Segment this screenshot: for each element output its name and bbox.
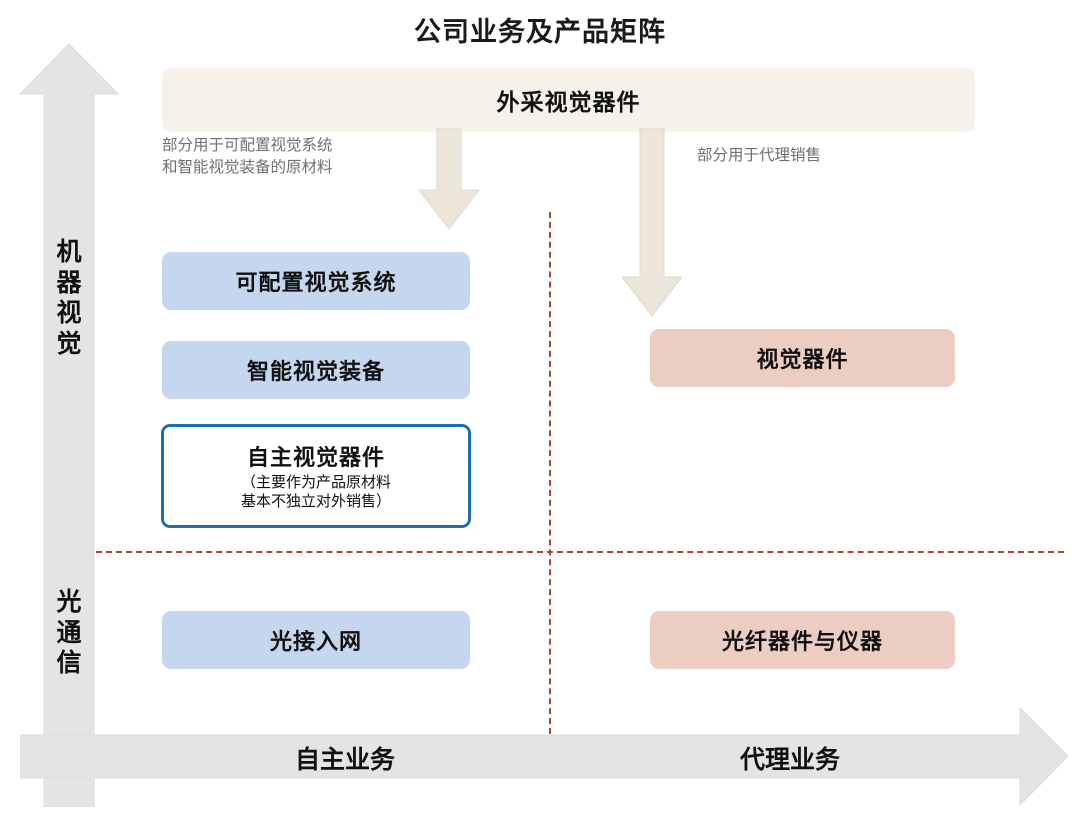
horizontal-divider	[96, 551, 1064, 553]
box-optical-access-network[interactable]: 光接入网	[162, 611, 470, 669]
page-title: 公司业务及产品矩阵	[414, 17, 666, 47]
box-label: 光纤器件与仪器	[721, 629, 883, 654]
box-smart-vision-equipment[interactable]: 智能视觉装备	[162, 341, 470, 399]
down-arrow-icon-to-own	[417, 128, 481, 230]
vertical-axis-arrow-icon	[18, 43, 120, 807]
box-label: 视觉器件	[756, 347, 849, 372]
horizontal-axis-arrow-icon	[20, 706, 1069, 807]
axis-label-machine-vision: 机器视觉	[56, 239, 82, 358]
annotation-to-agent-sales: 部分用于代理销售	[697, 147, 822, 164]
box-label: 自主视觉器件	[246, 444, 385, 470]
annotation-to-own-products: 部分用于可配置视觉系统 和智能视觉装备的原材料	[162, 137, 333, 177]
axis-label-optical-communication: 光通信	[56, 589, 82, 677]
box-label: 光接入网	[269, 629, 362, 654]
box-vision-components[interactable]: 视觉器件	[650, 329, 955, 387]
down-arrow-icon-to-agent	[620, 128, 684, 317]
banner-label: 外采视觉器件	[496, 90, 641, 115]
box-sublabel: （主要作为产品原材料 基本不独立对外销售）	[240, 474, 391, 511]
box-configurable-vision-system[interactable]: 可配置视觉系统	[162, 252, 470, 310]
box-self-developed-vision-components[interactable]: 自主视觉器件 （主要作为产品原材料 基本不独立对外销售）	[161, 424, 471, 528]
axis-label-own-business: 自主业务	[294, 747, 395, 774]
box-fiber-components-instruments[interactable]: 光纤器件与仪器	[650, 611, 955, 669]
banner-purchased-vision-components: 外采视觉器件	[162, 68, 975, 132]
box-label: 可配置视觉系统	[235, 270, 397, 295]
box-label: 智能视觉装备	[246, 359, 385, 384]
axis-label-agent-business: 代理业务	[739, 747, 840, 774]
vertical-divider	[549, 212, 551, 734]
